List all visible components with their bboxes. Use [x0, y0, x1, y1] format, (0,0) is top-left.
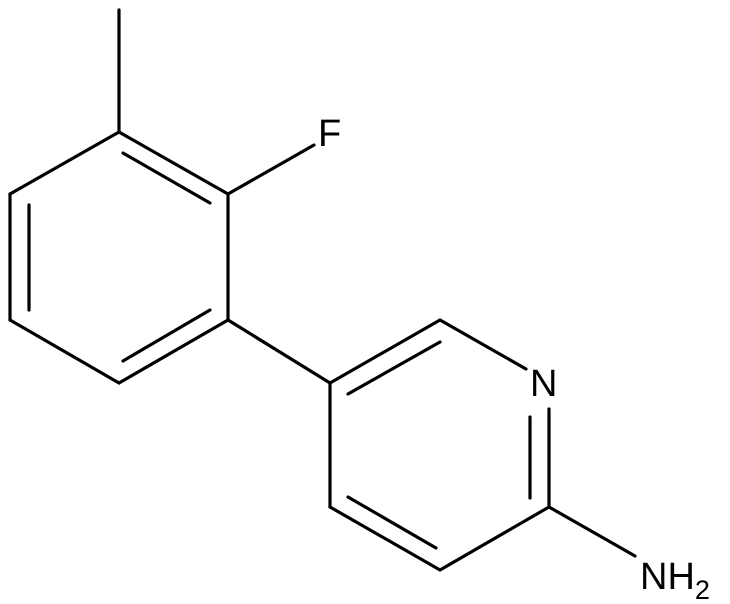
ring-bond-inner	[346, 340, 442, 396]
biaryl-bond	[226, 318, 332, 385]
ring-bond	[117, 318, 230, 385]
ring-bond-inner	[121, 308, 212, 363]
fluorine-bond	[226, 143, 316, 196]
ring-bond	[328, 505, 442, 572]
ring-bond	[328, 318, 442, 385]
amine-bond	[547, 505, 637, 558]
amine-label-subscript: 2	[695, 575, 710, 604]
ring-nitrogen-label: N	[530, 363, 557, 405]
ring-bond	[438, 318, 528, 371]
ring-bond-inner	[121, 151, 212, 205]
ring-bond	[8, 318, 121, 385]
pyridine-ring	[328, 318, 551, 572]
ring-bond	[8, 130, 121, 196]
fluorine-label: F	[318, 113, 341, 155]
ring-bond	[438, 505, 551, 572]
amine-label: NH2	[640, 556, 710, 604]
benzene-ring	[8, 130, 230, 385]
ring-bond-inner	[346, 495, 438, 550]
ring-bond	[117, 130, 230, 196]
amine-label-main: NH	[640, 556, 695, 598]
